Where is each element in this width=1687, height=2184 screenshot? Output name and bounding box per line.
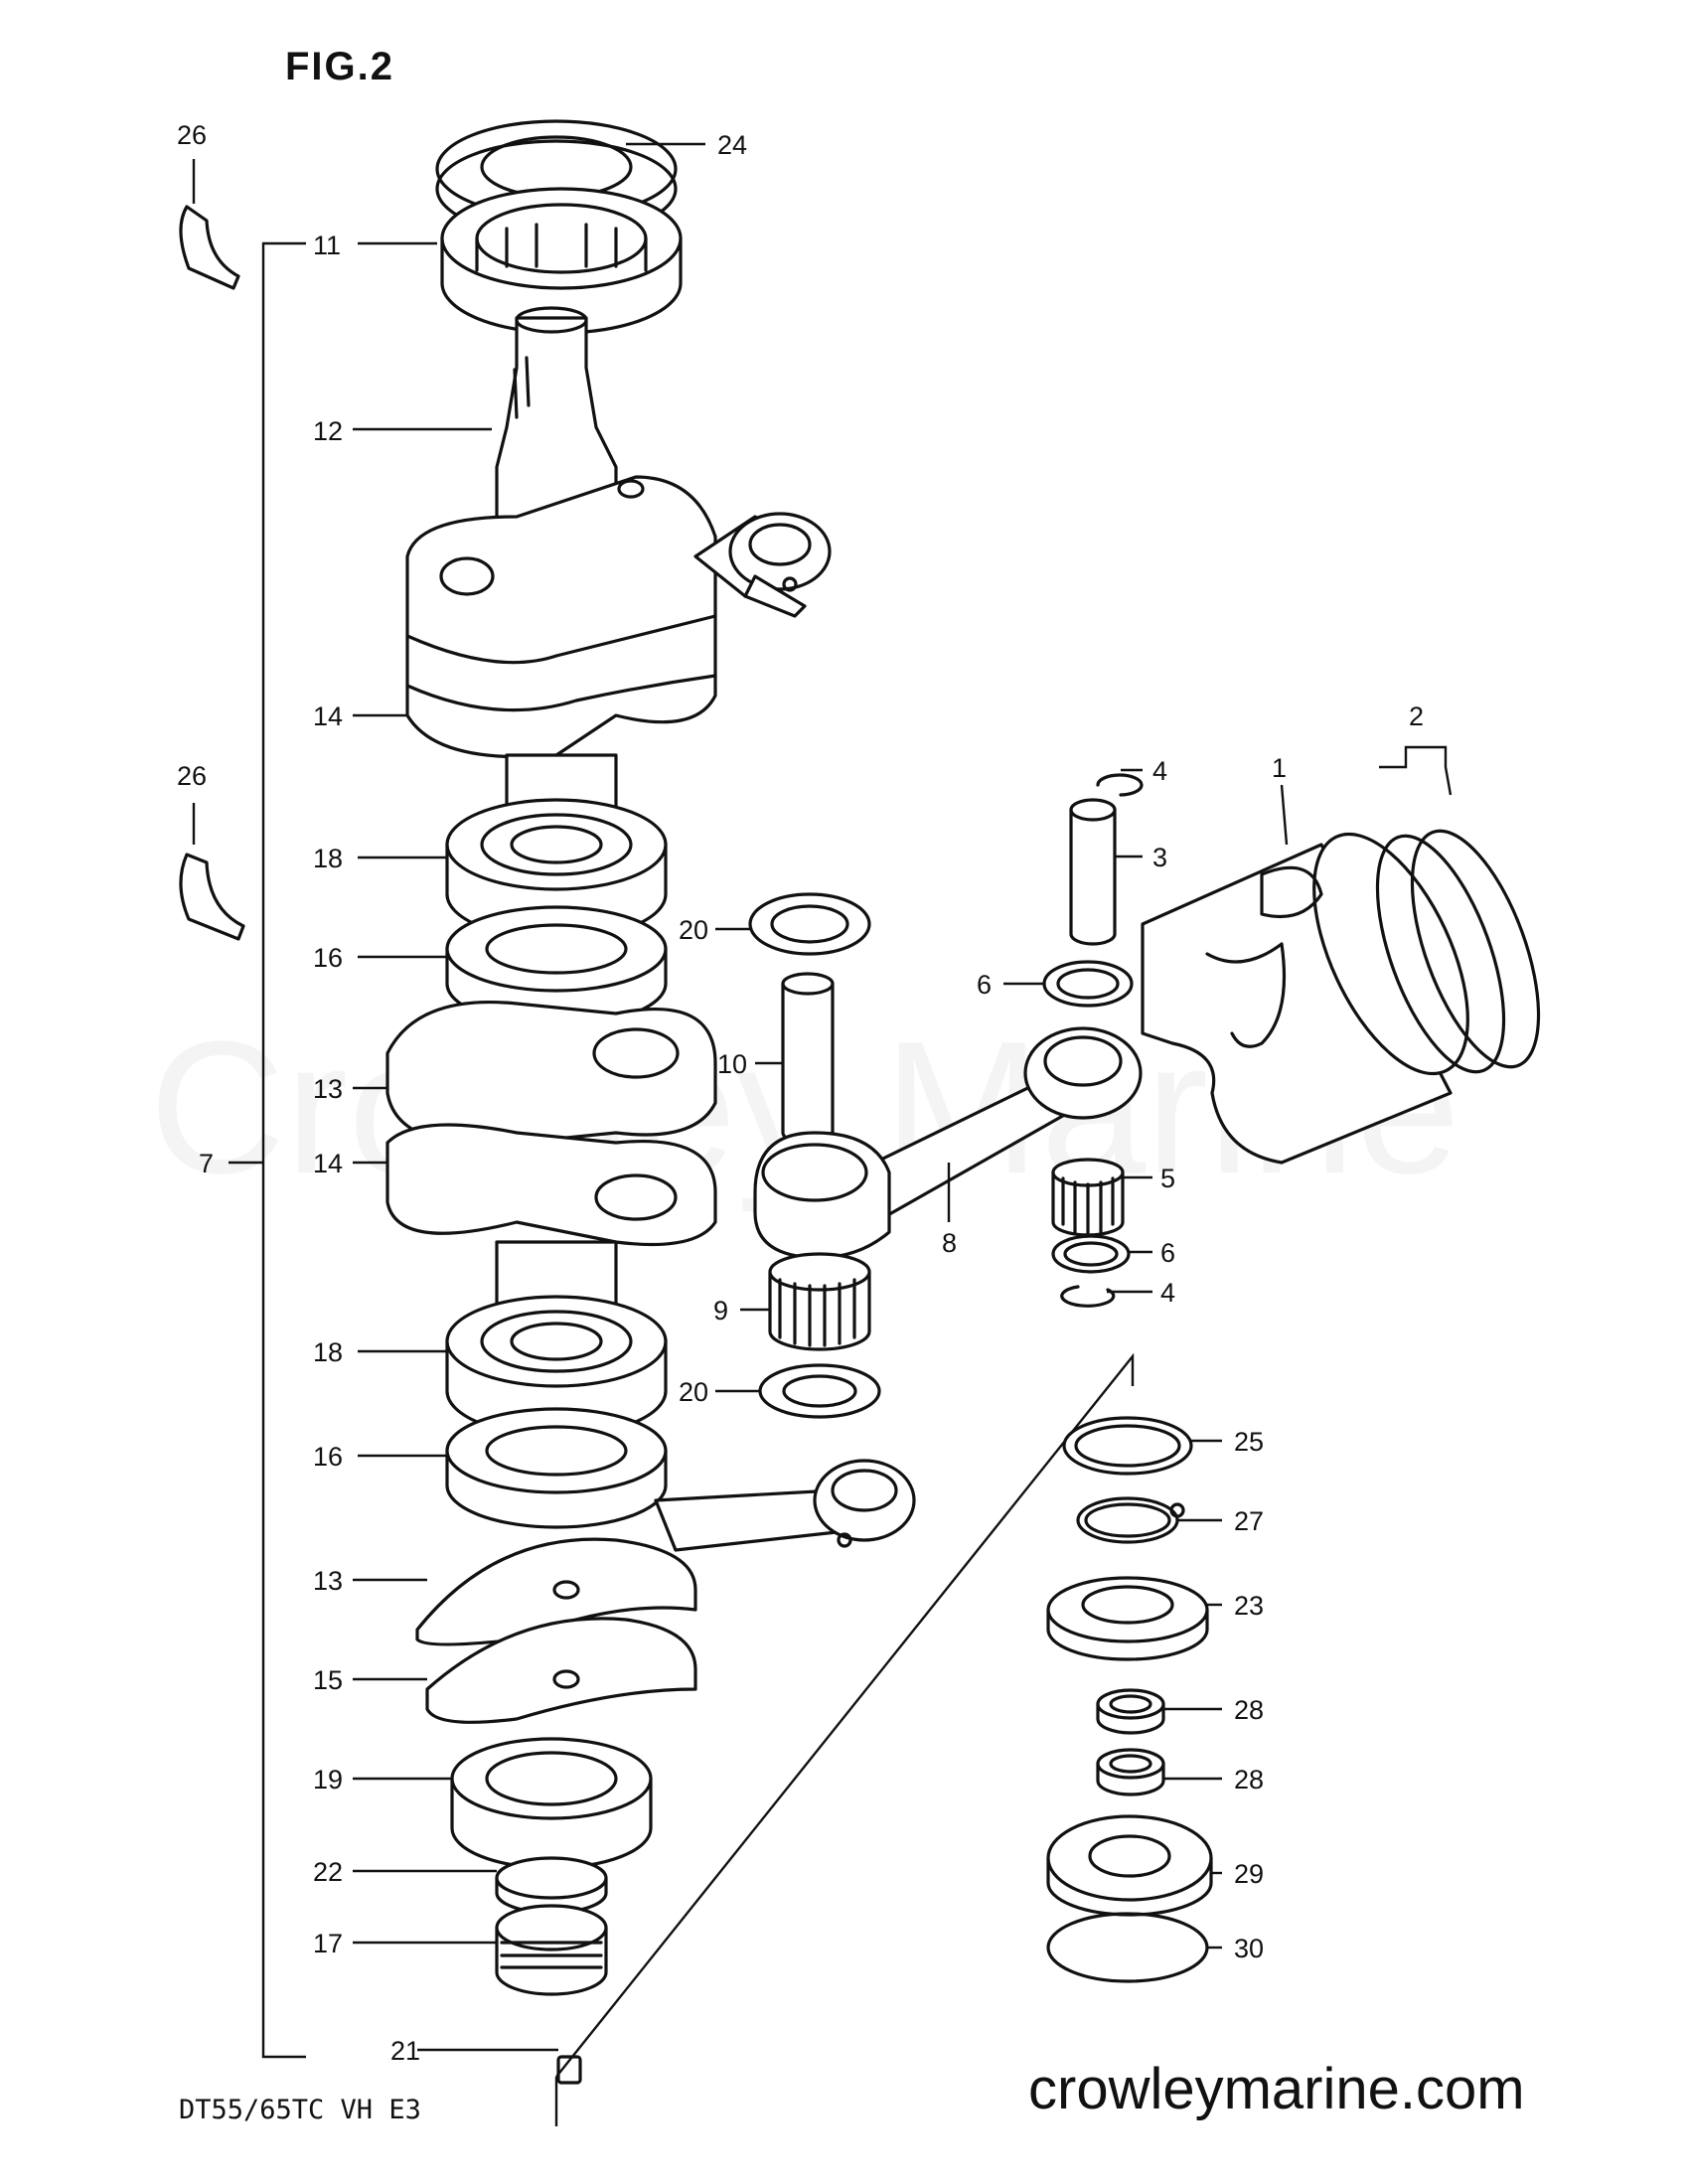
part-28-seal-upper (1096, 1688, 1165, 1735)
lower-connecting-rod (654, 1459, 916, 1552)
callout-29: 29 (1234, 1859, 1264, 1889)
part-6-washer-upper (1042, 960, 1134, 1008)
crankshaft-assembly (385, 119, 916, 2085)
callout-14-lower: 14 (313, 1149, 343, 1178)
callout-25: 25 (1234, 1427, 1264, 1457)
diagonal-reference-line (555, 1352, 1135, 2078)
part-23-retainer (1046, 1576, 1209, 1661)
part-4-circlip-upper (1096, 773, 1144, 797)
callout-22: 22 (313, 1857, 343, 1887)
callout-14-upper: 14 (313, 702, 343, 731)
callout-26-upper: 26 (177, 120, 207, 150)
callout-17: 17 (313, 1929, 343, 1958)
part-5-needle-bearing (1051, 1158, 1125, 1237)
part-6-washer-lower (1051, 1234, 1131, 1274)
part-16-seal-lower (445, 1407, 668, 1529)
part-20-washer-upper (748, 892, 871, 956)
callout-4-upper: 4 (1152, 756, 1167, 786)
part-13-crank-web-lower (415, 1537, 697, 1646)
callout-13-lower: 13 (313, 1566, 343, 1596)
callout-labels: 24 26 11 12 14 26 18 16 13 7 14 18 16 13… (177, 120, 1424, 2066)
website-text: crowleymarine.com (1028, 2057, 1525, 2121)
callout-27: 27 (1234, 1506, 1264, 1536)
part-4-circlip-lower (1060, 1285, 1116, 1308)
callout-30: 30 (1234, 1934, 1264, 1963)
part-10-sleeve (781, 972, 835, 1145)
callout-20-upper: 20 (679, 915, 708, 945)
piston-assembly (748, 773, 1541, 1419)
part-28-seal-lower (1096, 1748, 1165, 1796)
part-11-bearing (440, 187, 683, 335)
part-14-crank-web-top (405, 475, 832, 759)
callout-26-lower: 26 (177, 761, 207, 791)
part-15-crank-web-bottom (425, 1617, 697, 1724)
callout-10: 10 (717, 1049, 747, 1079)
part-19-bearing (450, 1737, 653, 1870)
part-17-gear (495, 1904, 608, 1996)
callout-18-upper: 18 (313, 844, 343, 873)
callout-7: 7 (199, 1149, 214, 1178)
callout-12: 12 (313, 416, 343, 446)
callout-8: 8 (942, 1228, 957, 1258)
part-29-housing (1046, 1814, 1213, 1917)
part-8-connecting-rod (753, 1026, 1143, 1260)
callout-6-upper: 6 (977, 970, 992, 1000)
callout-18-lower: 18 (313, 1337, 343, 1367)
part-26-half-ring-lower (179, 853, 245, 941)
part-2-piston-rings (1375, 829, 1541, 1074)
callout-15: 15 (313, 1665, 343, 1695)
callout-20-lower: 20 (679, 1377, 708, 1407)
callout-23: 23 (1234, 1591, 1264, 1621)
callout-1: 1 (1272, 753, 1287, 783)
callout-16-upper: 16 (313, 943, 343, 973)
model-code: DT55/65TC VH E3 (179, 2095, 421, 2125)
callout-19: 19 (313, 1765, 343, 1794)
callout-21: 21 (390, 2036, 420, 2066)
callout-4-lower: 4 (1160, 1278, 1175, 1308)
callout-6-lower: 6 (1160, 1238, 1175, 1268)
callout-28-lower: 28 (1234, 1765, 1264, 1794)
callout-leaders (192, 142, 1453, 2052)
callout-28-upper: 28 (1234, 1695, 1264, 1725)
callout-13-upper: 13 (313, 1074, 343, 1104)
callout-2: 2 (1409, 702, 1424, 731)
part-13-crank-web-middle (385, 1000, 717, 1247)
callout-16-lower: 16 (313, 1442, 343, 1472)
callout-9: 9 (713, 1296, 728, 1326)
part-26-half-ring-upper (179, 205, 240, 290)
callout-3: 3 (1152, 843, 1167, 872)
part-3-piston-pin (1069, 798, 1117, 946)
part-9-needle-bearing (768, 1252, 871, 1351)
part-27-snap-ring (1076, 1496, 1185, 1544)
part-22-ring (495, 1856, 608, 1915)
lower-seal-stack (1046, 1416, 1213, 1983)
part-25-shim (1062, 1416, 1193, 1476)
part-21-key (556, 2055, 582, 2085)
part-20-washer-lower (758, 1363, 881, 1419)
bracket-part-7 (261, 241, 306, 2059)
part-1-piston (1141, 832, 1469, 1165)
part-30-o-ring (1046, 1912, 1209, 1983)
callout-24: 24 (717, 130, 747, 160)
callout-5: 5 (1160, 1164, 1175, 1193)
figure-title: FIG.2 (285, 45, 394, 88)
part-18-bearing-lower (445, 1295, 668, 1438)
callout-11: 11 (313, 231, 341, 260)
